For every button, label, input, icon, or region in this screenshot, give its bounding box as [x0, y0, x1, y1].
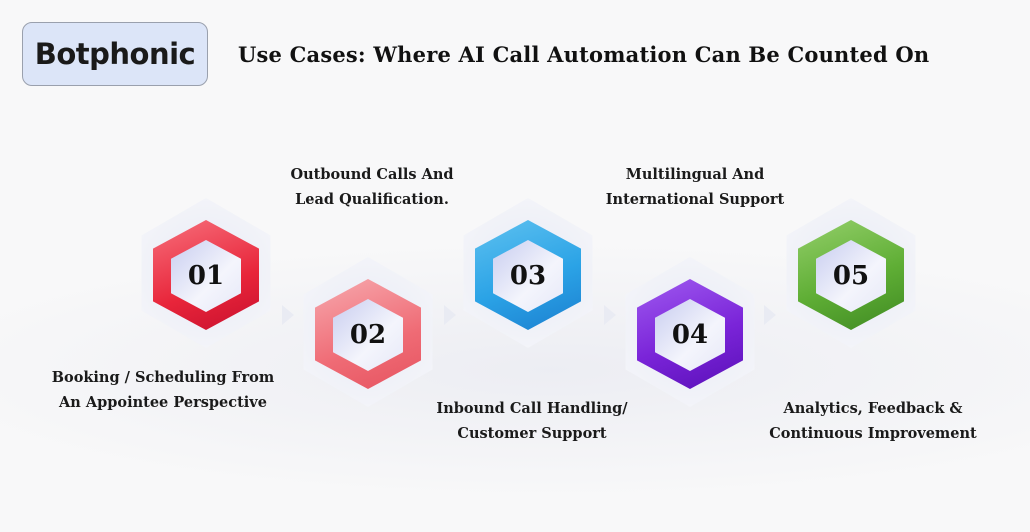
- connector-arrow: [604, 305, 616, 325]
- label-line: International Support: [605, 191, 785, 208]
- step-02-label: Outbound Calls And Lead Qualification.: [237, 162, 507, 212]
- step-03-node: 03: [453, 198, 603, 348]
- label-line: Lead Qualification.: [295, 191, 449, 208]
- page-title: Use Cases: Where AI Call Automation Can …: [238, 42, 930, 67]
- logo-text: Botphonic: [34, 37, 196, 71]
- step-number: 03: [509, 261, 547, 291]
- step-number: 05: [832, 261, 870, 291]
- step-04-label: Multilingual And International Support: [560, 162, 830, 212]
- label-line: An Appointee Perspective: [59, 394, 267, 411]
- step-03-label: Inbound Call Handling/ Customer Support: [397, 396, 667, 446]
- step-05-label: Analytics, Feedback & Continuous Improve…: [738, 396, 1008, 446]
- connector-arrow: [282, 305, 294, 325]
- brand-logo: Botphonic: [22, 22, 208, 86]
- step-01-label: Booking / Scheduling From An Appointee P…: [28, 365, 298, 415]
- step-05-node: 05: [776, 198, 926, 348]
- connector-arrow: [764, 305, 776, 325]
- label-line: Outbound Calls And: [290, 166, 454, 183]
- label-line: Analytics, Feedback &: [783, 400, 963, 417]
- label-line: Multilingual And: [625, 166, 765, 183]
- step-number: 02: [349, 320, 387, 350]
- step-02-node: 02: [293, 257, 443, 407]
- connector-arrow: [444, 305, 456, 325]
- step-01-node: 01: [131, 198, 281, 348]
- step-number: 04: [671, 320, 709, 350]
- label-line: Customer Support: [457, 425, 607, 442]
- label-line: Inbound Call Handling/: [436, 400, 628, 417]
- step-number: 01: [187, 261, 225, 291]
- label-line: Booking / Scheduling From: [51, 369, 275, 386]
- step-04-node: 04: [615, 257, 765, 407]
- label-line: Continuous Improvement: [769, 425, 977, 442]
